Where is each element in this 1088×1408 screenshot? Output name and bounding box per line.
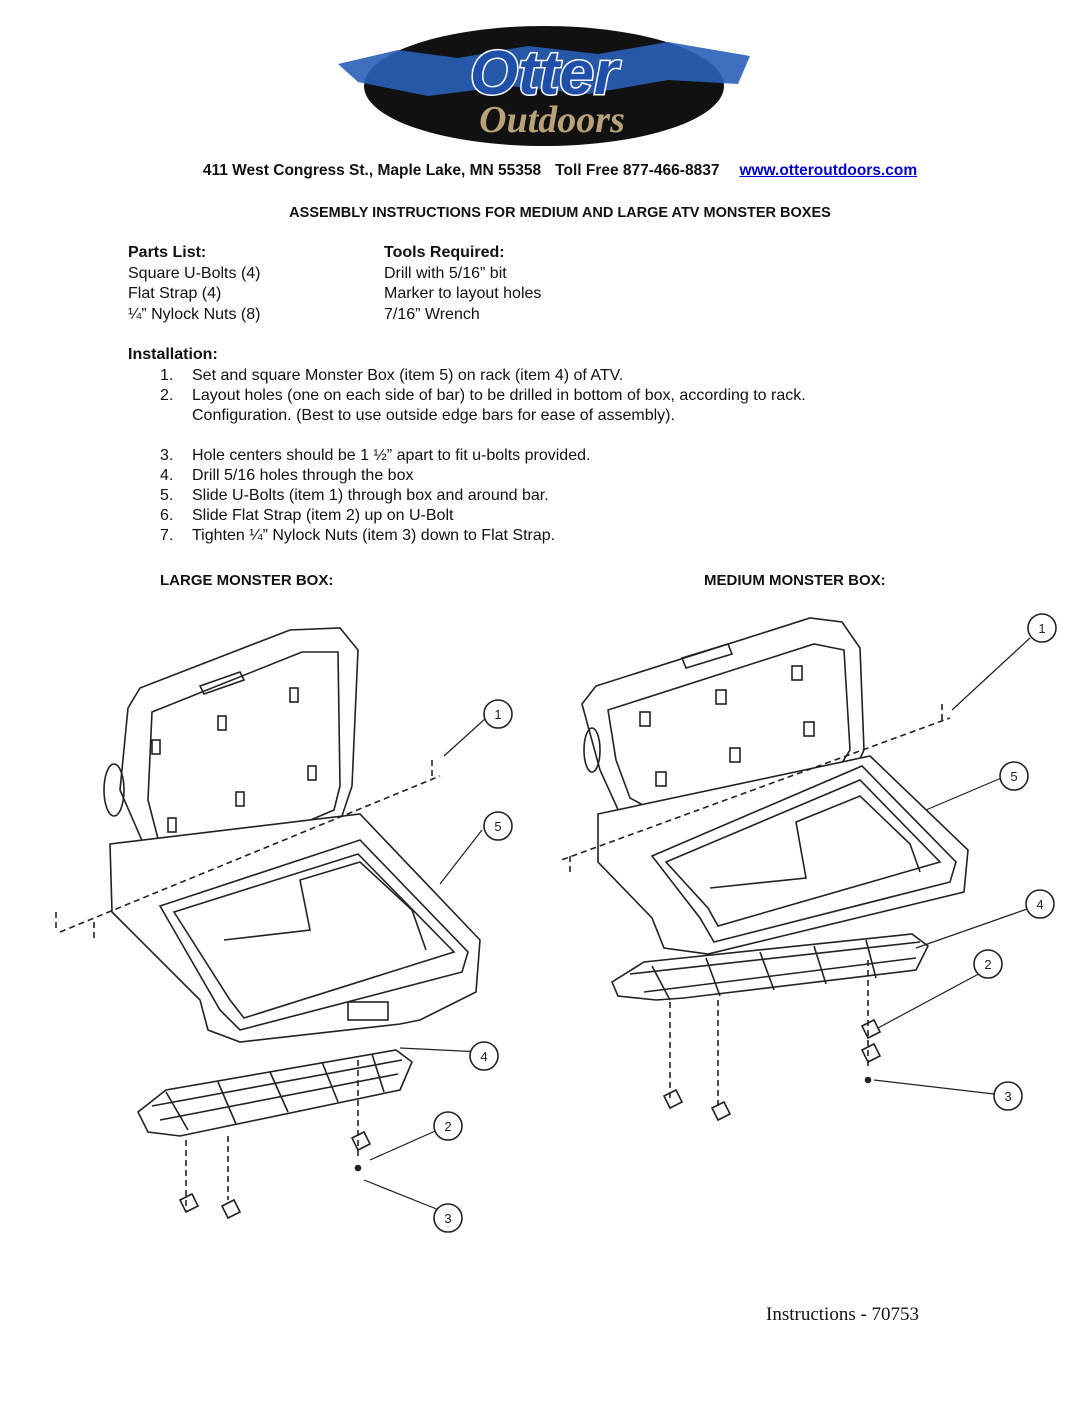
u-bolt-parts: [55, 760, 441, 1212]
tools-required-item: Drill with 5/16” bit: [384, 264, 507, 282]
atv-rack-crossbars: [151, 1053, 403, 1131]
callout-2: 2: [433, 1111, 463, 1141]
box-body: [109, 813, 481, 1043]
side-handle: [583, 727, 601, 773]
toll-free-number: Toll Free 877-466-8837: [555, 162, 720, 179]
callout-3: 3: [433, 1203, 463, 1233]
instructions-number: Instructions - 70753: [766, 1304, 920, 1325]
callout-4: 4: [469, 1041, 499, 1071]
box-rim-inner: [172, 853, 456, 1019]
box-rim: [158, 839, 469, 1031]
website-link[interactable]: www.otteroutdoors.com: [739, 162, 918, 179]
u-bolt-parts: [560, 704, 951, 1110]
svg-text:1: 1: [1038, 621, 1045, 636]
step-item: 4.Drill 5/16 holes through the box: [160, 467, 414, 484]
lid-latch-slots: [151, 687, 317, 833]
medium-box-label: MEDIUM MONSTER BOX:: [704, 572, 886, 589]
svg-text:5: 5: [1010, 769, 1017, 784]
step-item: 1.Set and square Monster Box (item 5) on…: [160, 367, 624, 384]
step-item: 6.Slide Flat Strap (item 2) up on U-Bolt: [160, 507, 454, 524]
tools-required-item: Marker to layout holes: [384, 285, 542, 302]
tools-required-item: 7/16” Wrench: [384, 305, 480, 323]
logo-swoosh: [338, 42, 750, 96]
side-handle: [103, 763, 125, 817]
svg-text:3: 3: [1004, 1089, 1011, 1104]
svg-text:4: 4: [1036, 897, 1043, 912]
svg-text:4: 4: [480, 1049, 487, 1064]
parts-list: Parts List: Square U-Bolts (4) Flat Stra…: [128, 243, 261, 325]
callout-5: 5: [483, 811, 513, 841]
atv-rack-crossbars: [629, 939, 921, 1001]
hardware-parts: [662, 1018, 882, 1122]
parts-list-item: Flat Strap (4): [128, 285, 222, 302]
large-box-label: LARGE MONSTER BOX:: [160, 572, 334, 589]
callout-leaders: [873, 637, 1031, 1095]
lid-inner-panel: [147, 651, 341, 873]
otter-outdoors-logo: Otter Outdoors: [338, 26, 750, 146]
tools-required: Tools Required: Drill with 5/16” bit Mar…: [384, 243, 541, 325]
svg-text:2: 2: [444, 1119, 451, 1134]
lid-handle: [198, 671, 246, 695]
callout-2: 2: [973, 949, 1003, 979]
installation-heading: Installation:: [128, 346, 218, 363]
tools-required-heading: Tools Required:: [384, 244, 505, 261]
lid-handle: [680, 643, 734, 669]
svg-text:2: 2: [984, 957, 991, 972]
box-interior-wall: [709, 795, 921, 889]
svg-text:3: 3: [444, 1211, 451, 1226]
parts-list-item: ¼” Nylock Nuts (8): [128, 305, 261, 323]
svg-text:5: 5: [494, 819, 501, 834]
callout-leaders: [363, 717, 487, 1213]
box-label-plate: [347, 1001, 389, 1021]
step-item: 3.Hole centers should be 1 ½” apart to f…: [160, 447, 591, 464]
callout-4: 4: [1025, 889, 1055, 919]
box-rim: [650, 765, 957, 943]
page-title: ASSEMBLY INSTRUCTIONS FOR MEDIUM AND LAR…: [289, 205, 831, 221]
step-item: 7.Tighten ¼” Nylock Nuts (item 3) down t…: [160, 527, 556, 544]
svg-text:1: 1: [494, 707, 501, 722]
installation-steps: 1.Set and square Monster Box (item 5) on…: [160, 366, 960, 546]
logo-otter-text: Otter: [470, 39, 621, 108]
logo-outdoors-text: Outdoors: [479, 99, 625, 141]
step-item: 5.Slide U-Bolts (item 1) through box and…: [160, 487, 549, 504]
box-rim-inner: [664, 779, 942, 927]
callout-5: 5: [999, 761, 1029, 791]
atv-rack: [136, 1049, 413, 1137]
parts-list-heading: Parts List:: [128, 244, 207, 261]
box-interior-wall: [223, 861, 427, 951]
callout-3: 3: [993, 1081, 1023, 1111]
medium-monster-box-diagram: 1 5 4 2 3: [560, 613, 1057, 1122]
large-monster-box-diagram: 1 5 4 2 3: [55, 627, 513, 1233]
lid-latch-slots: [639, 665, 815, 787]
address: 411 West Congress St., Maple Lake, MN 55…: [202, 162, 542, 179]
step-item: 2.Layout holes (one on each side of bar)…: [160, 387, 806, 424]
callout-1: 1: [483, 699, 513, 729]
callout-1: 1: [1027, 613, 1057, 643]
contact-line: 411 West Congress St., Maple Lake, MN 55…: [120, 162, 1000, 180]
parts-list-item: Square U-Bolts (4): [128, 264, 261, 282]
hardware-parts: [178, 1130, 372, 1220]
